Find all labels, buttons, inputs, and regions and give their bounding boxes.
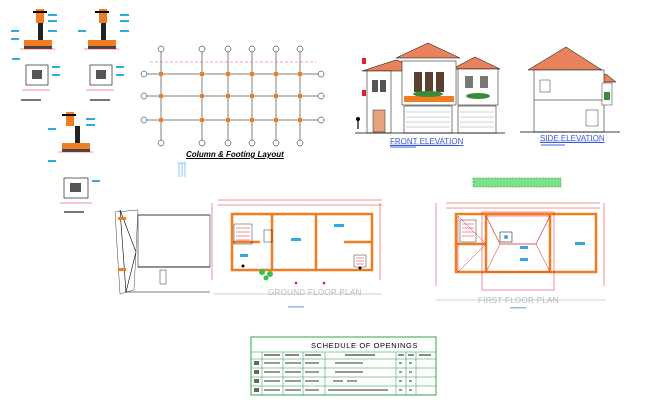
first-floor-plan	[435, 177, 606, 309]
column-footing-layout-title: Column & Footing Layout	[186, 150, 284, 159]
footing-detail-3	[48, 112, 95, 153]
side-elevation-title: SIDE ELEVATION	[540, 134, 605, 143]
column-section-mini	[178, 162, 186, 177]
footing-detail-1	[11, 9, 57, 50]
schedule-of-openings-title: SCHEDULE OF OPENINGS	[311, 341, 419, 350]
footing-plan-3	[48, 160, 100, 213]
front-elevation	[355, 42, 505, 148]
ground-floor-plan	[211, 199, 382, 308]
ground-floor-plan-title: GROUND FLOOR PLAN	[268, 288, 362, 297]
grid-bubbles	[140, 45, 325, 147]
column-markers	[159, 72, 302, 122]
first-floor-plan-title: FIRST FLOOR PLAN	[478, 296, 559, 305]
column-grid	[147, 52, 318, 140]
footing-plan-1	[12, 58, 60, 101]
building-section	[114, 209, 211, 295]
side-elevation	[520, 46, 620, 146]
schedule-table	[250, 336, 437, 396]
front-elevation-title: FRONT ELEVATION	[390, 137, 464, 146]
footing-plan-2	[86, 64, 124, 101]
footing-detail-2	[78, 9, 129, 50]
